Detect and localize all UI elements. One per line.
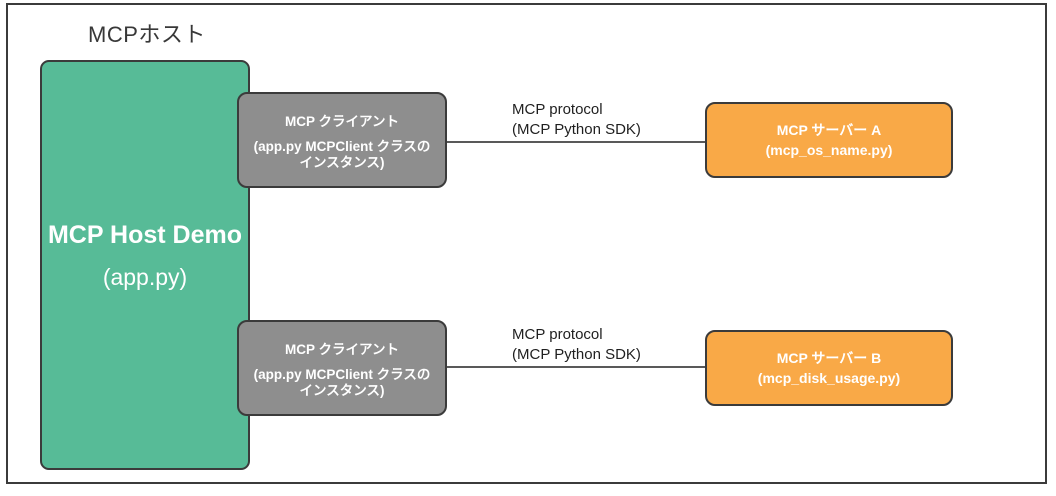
connector-label-a: MCP protocol (MCP Python SDK) [512,100,641,140]
connector-label-b-line1: MCP protocol [512,326,603,343]
connector-label-b-line2: (MCP Python SDK) [512,345,641,363]
client-node-a-detail: (app.py MCPClient クラスの インスタンス) [254,139,431,171]
client-node-a: MCP クライアント (app.py MCPClient クラスの インスタンス… [237,92,447,188]
connector-label-a-line2: (MCP Python SDK) [512,120,641,138]
host-node-title: MCP Host Demo [47,221,242,249]
server-node-a-subtitle: (mcp_os_name.py) [765,142,893,158]
client-node-a-title: MCP クライアント [285,113,399,129]
connector-line-b [447,366,705,368]
server-node-b-subtitle: (mcp_disk_usage.py) [757,370,901,386]
server-node-a-title: MCP サーバー A [776,121,882,138]
server-node-b-title: MCP サーバー B [776,349,882,366]
connector-label-b: MCP protocol (MCP Python SDK) [512,325,641,365]
mcp-host-boundary [6,3,1047,484]
server-node-b: MCP サーバー B (mcp_disk_usage.py) [705,330,953,406]
client-node-b-detail-line2: インスタンス) [299,382,385,398]
client-node-b-detail: (app.py MCPClient クラスの インスタンス) [254,367,431,399]
client-node-b-title: MCP クライアント [285,341,399,357]
server-node-a: MCP サーバー A (mcp_os_name.py) [705,102,953,178]
client-node-a-detail-line1: (app.py MCPClient クラスの [253,138,431,154]
client-node-b-detail-line1: (app.py MCPClient クラスの [253,366,431,382]
connector-label-a-line1: MCP protocol [512,101,603,118]
host-node-subtitle: (app.py) [102,264,188,290]
connector-line-a [447,141,705,143]
client-node-a-detail-line2: インスタンス) [299,154,385,170]
host-node: MCP Host Demo (app.py) [40,60,250,470]
diagram-title: MCPホスト [88,22,206,47]
client-node-b: MCP クライアント (app.py MCPClient クラスの インスタンス… [237,320,447,416]
